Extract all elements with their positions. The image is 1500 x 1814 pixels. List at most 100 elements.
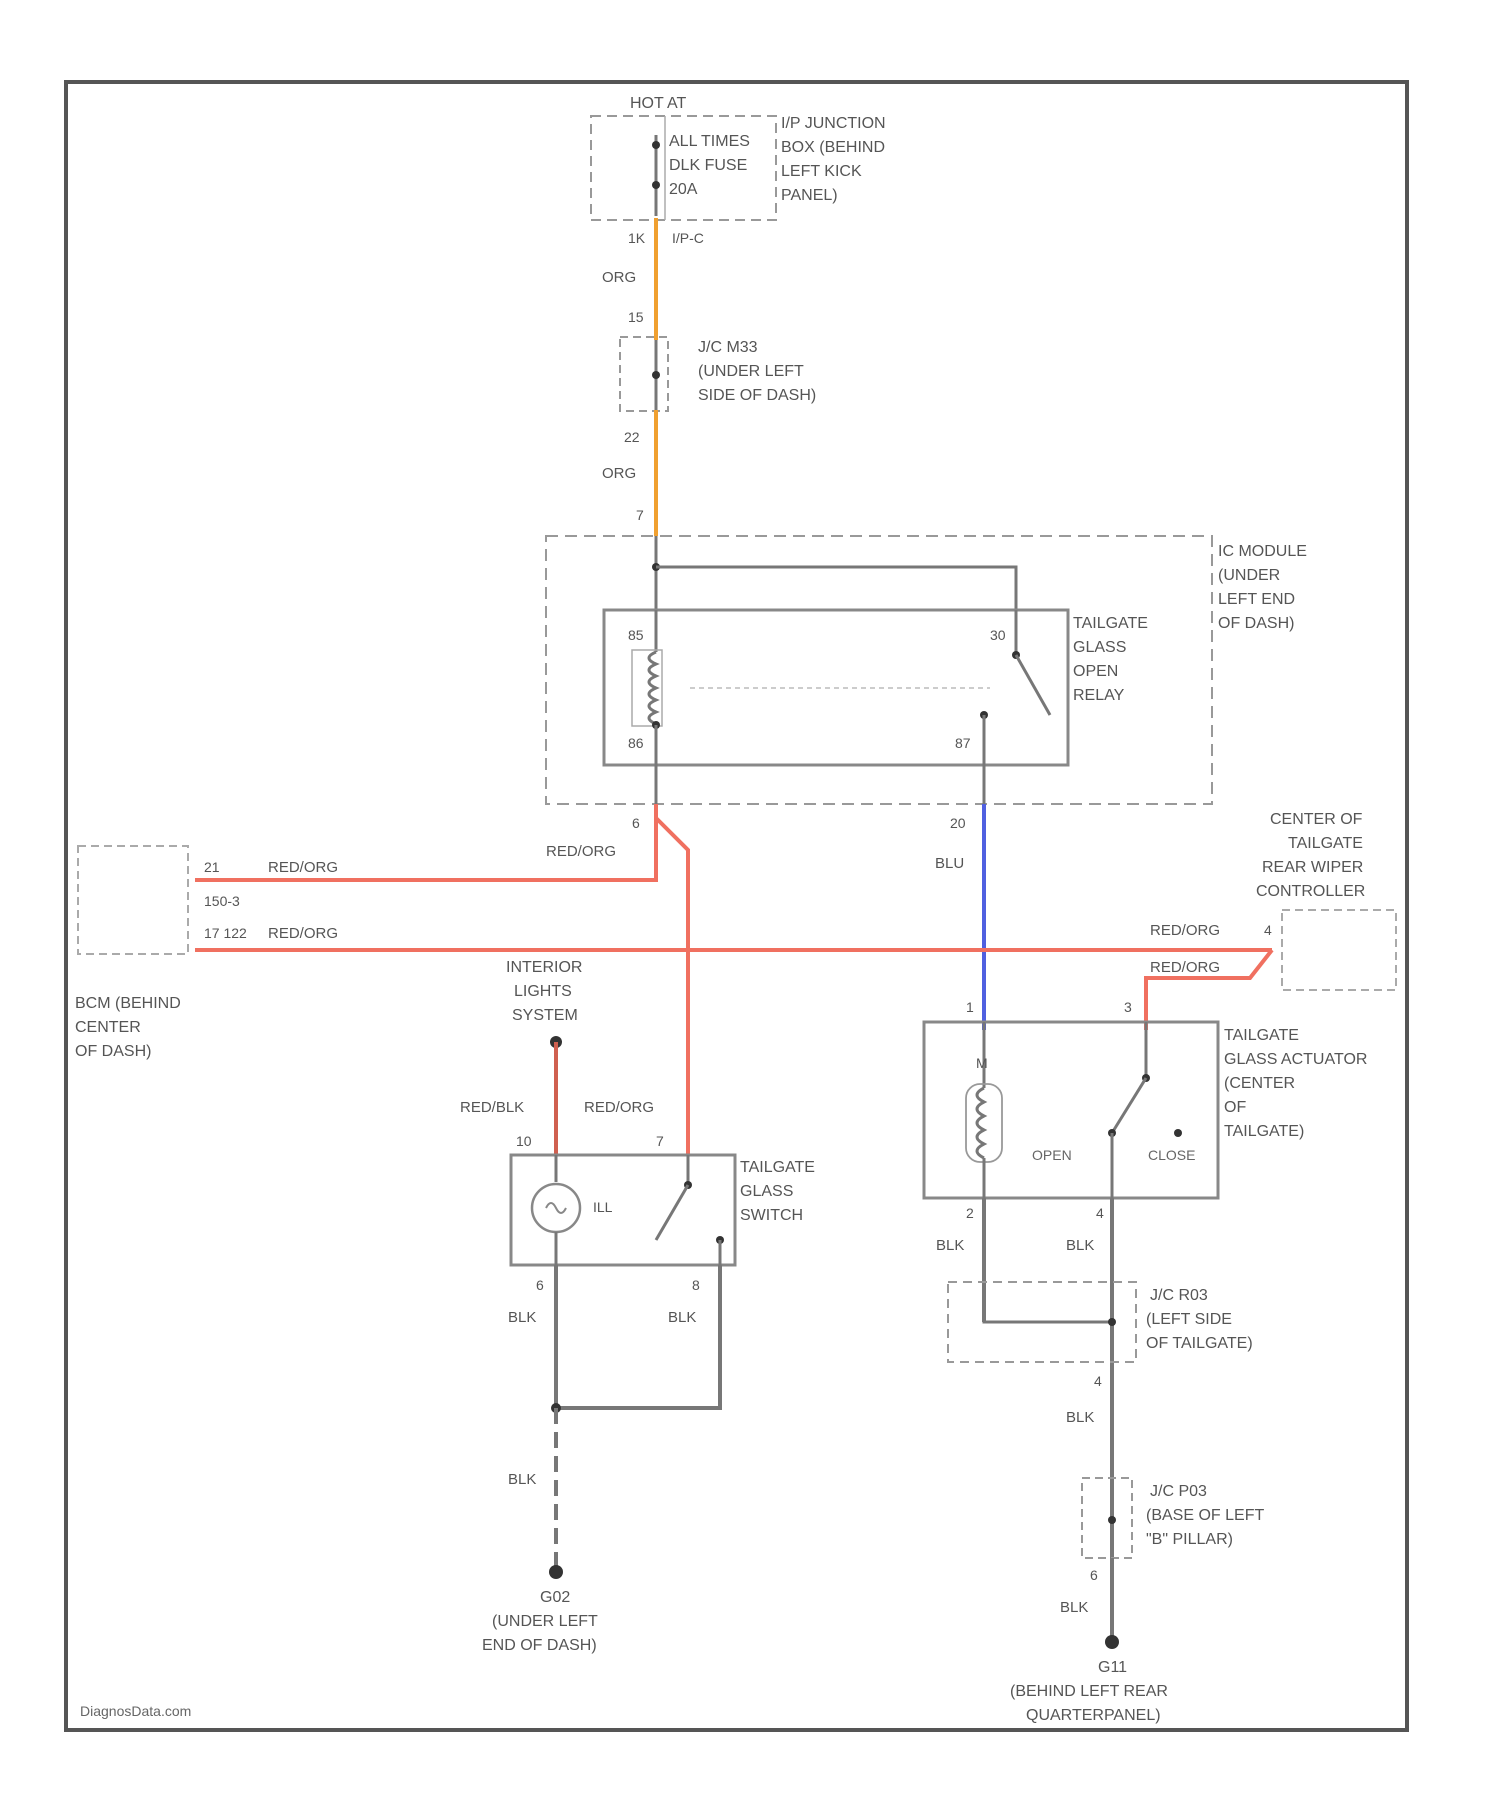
relay-pin-85: 85 xyxy=(628,627,644,643)
watermark: DiagnosData.com xyxy=(80,1703,191,1719)
bcm-outline xyxy=(78,846,188,954)
actuator-label-2: GLASS ACTUATOR xyxy=(1224,1051,1367,1068)
wire-org-1-pin: 15 xyxy=(628,309,644,325)
relay-label-3: OPEN xyxy=(1073,663,1118,680)
switch-label-2: GLASS xyxy=(740,1183,793,1200)
relay-switch-arm xyxy=(1016,655,1050,715)
wire-blu-pin: 20 xyxy=(950,815,966,831)
actuator-label-5: TAILGATE) xyxy=(1224,1123,1304,1140)
actuator-color-right: BLK xyxy=(1066,1237,1094,1254)
connector-r03-label-3: OF TAILGATE) xyxy=(1146,1335,1253,1352)
actuator-label-1: TAILGATE xyxy=(1224,1027,1299,1044)
switch-box xyxy=(511,1155,735,1265)
connector-ac-label-3: SIDE OF DASH) xyxy=(698,387,816,404)
connector-ac: J/C M33 (UNDER LEFT SIDE OF DASH) xyxy=(620,337,816,411)
fuse-location-3: LEFT KICK xyxy=(781,163,862,180)
switch-pin-right-bottom: 8 xyxy=(692,1277,700,1293)
switch-pin-left-top: 10 xyxy=(516,1133,532,1149)
fuse-location-2: BOX (BEHIND xyxy=(781,139,885,156)
switch-pin-right-top: 7 xyxy=(656,1133,664,1149)
connector-r03-label-2: (LEFT SIDE xyxy=(1146,1311,1232,1328)
wire-org-2-pin-bottom: 7 xyxy=(636,507,644,523)
relay-pin-86: 86 xyxy=(628,735,644,751)
wire-relay-red-org xyxy=(195,804,656,880)
actuator-close-text: CLOSE xyxy=(1148,1147,1195,1163)
wiper-controller-color-1: RED/ORG xyxy=(1150,922,1220,939)
wiper-controller-color-2: RED/ORG xyxy=(1150,959,1220,976)
relay-label-1: TAILGATE xyxy=(1073,615,1148,632)
ground-right-label-1: (BEHIND LEFT REAR xyxy=(1010,1683,1168,1700)
fuse-line-1: ALL TIMES xyxy=(669,133,750,150)
relay-label-2: GLASS xyxy=(1073,639,1126,656)
ground-left-label-1: (UNDER LEFT xyxy=(492,1613,598,1630)
actuator-open-text: OPEN xyxy=(1032,1147,1072,1163)
connector-p03-outline xyxy=(1082,1478,1132,1558)
bcm-color-top: RED/ORG xyxy=(268,859,338,876)
connector-p03-wire-color: BLK xyxy=(1060,1599,1088,1616)
interior-lights-label-3: SYSTEM xyxy=(512,1007,578,1024)
switch-label-3: SWITCH xyxy=(740,1207,803,1224)
ic-module-label-1: IC MODULE xyxy=(1218,543,1307,560)
bcm-pin-top: 21 xyxy=(204,859,220,875)
connector-ac-label-2: (UNDER LEFT xyxy=(698,363,804,380)
interior-lights: INTERIOR LIGHTS SYSTEM xyxy=(506,959,582,1048)
ground-right-label-2: QUARTERPANEL) xyxy=(1026,1707,1161,1724)
ground-left: G02 (UNDER LEFT END OF DASH) xyxy=(482,1565,598,1654)
wiper-controller: CENTER OF TAILGATE REAR WIPER CONTROLLER… xyxy=(1150,811,1396,990)
wiper-controller-label-3: REAR WIPER xyxy=(1262,859,1363,876)
switch-color-right-bottom: BLK xyxy=(668,1309,696,1326)
fuse-line-2: DLK FUSE xyxy=(669,157,747,174)
connector-r03-wire-color: BLK xyxy=(1066,1409,1094,1426)
actuator-pin-top-right: 3 xyxy=(1124,999,1132,1015)
wire-org-2-pin: 22 xyxy=(624,429,640,445)
ground-left-label-2: END OF DASH) xyxy=(482,1637,597,1654)
connector-p03-label-2: (BASE OF LEFT xyxy=(1146,1507,1264,1524)
bcm-connector-top: 150-3 xyxy=(204,893,240,909)
ground-right-icon xyxy=(1105,1635,1119,1649)
relay: TAILGATE GLASS OPEN RELAY 85 86 30 87 xyxy=(604,610,1148,804)
actuator-pin-bottom-right: 4 xyxy=(1096,1205,1104,1221)
switch-label-1: TAILGATE xyxy=(740,1159,815,1176)
ground-left-id: G02 xyxy=(540,1589,570,1606)
ic-module-label-4: OF DASH) xyxy=(1218,615,1294,632)
actuator-switch-arm xyxy=(1112,1078,1146,1133)
relay-pin-30: 30 xyxy=(990,627,1006,643)
relay-label-4: RELAY xyxy=(1073,687,1125,704)
connector-p03-pin-bottom: 6 xyxy=(1090,1567,1098,1583)
fuse-pin: 1K xyxy=(628,230,646,246)
connector-p03-label-1: J/C P03 xyxy=(1150,1483,1207,1500)
actuator-box xyxy=(924,1022,1218,1198)
connector-p03-label-3: "B" PILLAR) xyxy=(1146,1531,1233,1548)
switch-pin-left-bottom: 6 xyxy=(536,1277,544,1293)
tailgate-glass-actuator: 3 TAILGATE GLASS ACTUATOR (CENTER OF TAI… xyxy=(924,999,1367,1254)
wire-relay-to-switch xyxy=(656,818,688,1155)
connector-r03-label-1: J/C R03 xyxy=(1150,1287,1208,1304)
ic-module-label-3: LEFT END xyxy=(1218,591,1295,608)
ground-left-wire-color: BLK xyxy=(508,1471,536,1488)
actuator-label-3: (CENTER xyxy=(1224,1075,1295,1092)
relay-coil xyxy=(649,652,656,724)
fuse-location-1: I/P JUNCTION xyxy=(781,115,886,132)
ground-right-id: G11 xyxy=(1098,1659,1127,1676)
switch-wire-left-color: RED/BLK xyxy=(460,1099,524,1116)
fuse-header: HOT AT xyxy=(630,95,687,112)
fuse-block: HOT AT ALL TIMES DLK FUSE 20A I/P JUNCTI… xyxy=(591,95,886,246)
actuator-motor-text: M xyxy=(976,1055,988,1071)
actuator-pin-bottom-left: 2 xyxy=(966,1205,974,1221)
wiper-controller-pin: 4 xyxy=(1264,922,1272,938)
wiper-controller-label-4: CONTROLLER xyxy=(1256,883,1365,900)
bcm-label-1: BCM (BEHIND xyxy=(75,995,181,1012)
connector-r03-pin-bottom: 4 xyxy=(1094,1373,1102,1389)
connector-r03: J/C R03 (LEFT SIDE OF TAILGATE) 4 BLK xyxy=(948,1282,1253,1426)
switch-color-left-bottom: BLK xyxy=(508,1309,536,1326)
actuator-color-left: BLK xyxy=(936,1237,964,1254)
wire-blu-pin-bottom: 1 xyxy=(966,999,974,1015)
wire-relay-out-color: RED/ORG xyxy=(546,843,616,860)
ic-module-label-2: (UNDER xyxy=(1218,567,1280,584)
fuse-location-4: PANEL) xyxy=(781,187,838,204)
interior-lights-label-1: INTERIOR xyxy=(506,959,582,976)
bcm-label-3: OF DASH) xyxy=(75,1043,151,1060)
bcm-color-bottom: RED/ORG xyxy=(268,925,338,942)
wire-org-1-color: ORG xyxy=(602,269,636,286)
